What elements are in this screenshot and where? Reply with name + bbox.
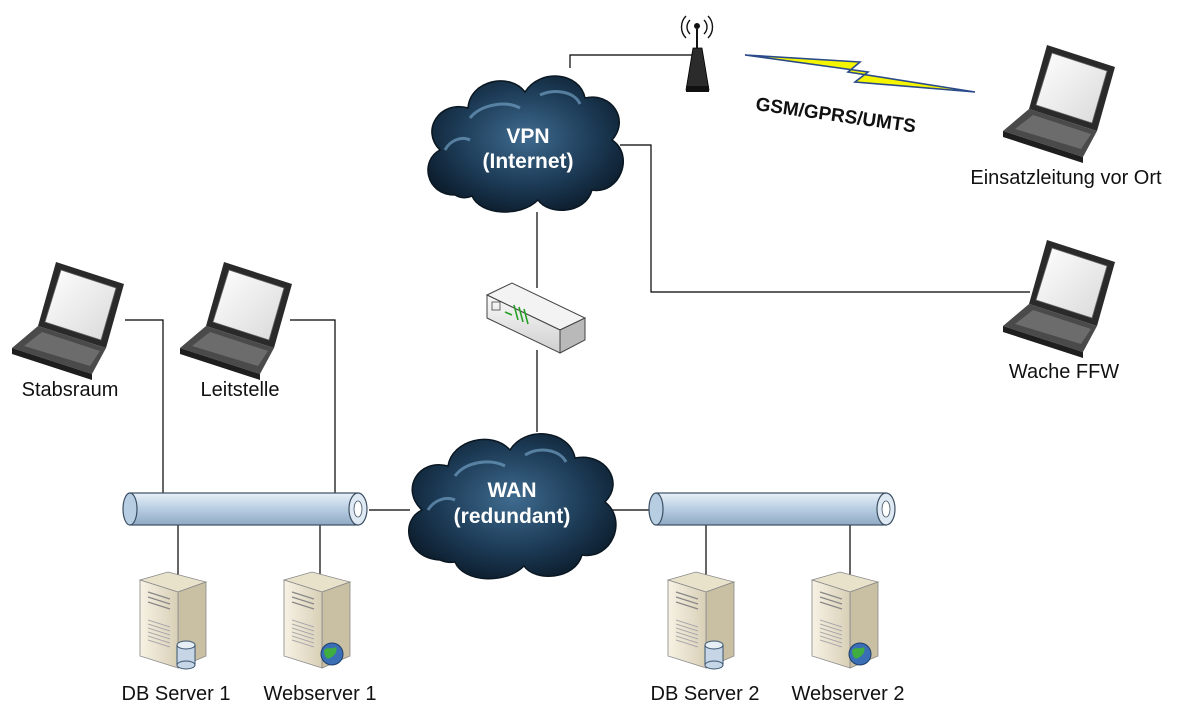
- network-links: [125, 48, 1030, 578]
- vpn-cloud-title: VPN: [506, 125, 549, 148]
- db-server-2: DB Server 2: [651, 571, 760, 705]
- laptop-label: Einsatzleitung vor Ort: [970, 167, 1162, 189]
- wan-cloud: WAN (redundant): [408, 433, 617, 580]
- globe-badge-icon: [320, 642, 344, 666]
- wan-cloud-title: WAN: [488, 479, 537, 502]
- laptop-label: Stabsraum: [22, 379, 119, 401]
- link-vpn-antenna: [569, 48, 698, 68]
- laptop-leitstelle: Leitstelle: [179, 261, 293, 401]
- laptop-icon: [179, 261, 293, 381]
- database-badge-icon: [176, 640, 196, 670]
- router: [485, 282, 587, 354]
- laptop-wache: Wache FFW: [1002, 239, 1119, 383]
- server-icon: [667, 571, 735, 669]
- server-label: Webserver 1: [263, 683, 376, 705]
- db-server-1: DB Server 1: [122, 571, 231, 705]
- laptop-icon: [11, 261, 125, 381]
- link-leitstelle-bus1: [290, 319, 336, 493]
- cloud-icon: [408, 433, 617, 580]
- cloud-icon: [427, 75, 624, 213]
- laptop-label: Wache FFW: [1009, 361, 1119, 383]
- globe-badge-icon: [848, 642, 872, 666]
- wireless-link: GSM/GPRS/UMTS: [744, 54, 976, 137]
- link-vpn-wache: [620, 144, 1030, 293]
- antenna: [680, 15, 714, 92]
- vpn-cloud: VPN (Internet): [427, 75, 624, 213]
- wireless-label: GSM/GPRS/UMTS: [754, 94, 917, 137]
- server-label: DB Server 2: [651, 683, 760, 705]
- laptop-einsatzleitung: Einsatzleitung vor Ort: [970, 44, 1162, 189]
- laptop-stabsraum: Stabsraum: [11, 261, 125, 401]
- link-stabsraum-bus1: [125, 319, 164, 493]
- server-label: Webserver 2: [791, 683, 904, 705]
- laptop-label: Leitstelle: [201, 379, 280, 401]
- antenna-icon: [680, 15, 714, 92]
- laptop-icon: [1002, 239, 1116, 359]
- wan-cloud-subtitle: (redundant): [454, 505, 571, 528]
- webserver-2: Webserver 2: [791, 571, 905, 705]
- lightning-icon: [744, 54, 976, 93]
- database-badge-icon: [704, 640, 724, 670]
- lan-bus-left: [122, 492, 368, 526]
- laptop-icon: [1002, 44, 1116, 164]
- router-icon: [485, 282, 587, 354]
- vpn-cloud-subtitle: (Internet): [483, 150, 574, 173]
- webserver-1: Webserver 1: [263, 571, 377, 705]
- server-label: DB Server 1: [122, 683, 231, 705]
- server-icon: [139, 571, 207, 669]
- lan-bus-right: [648, 492, 896, 526]
